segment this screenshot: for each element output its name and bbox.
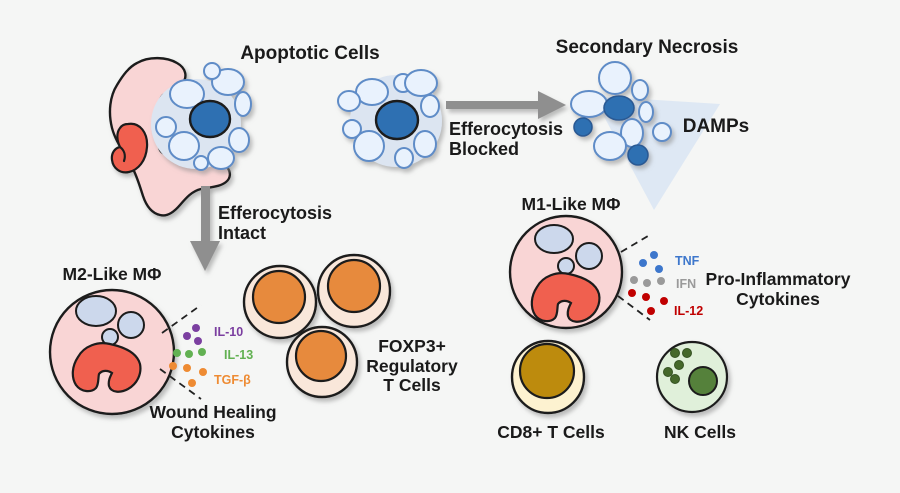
necrotic-cell (627, 144, 649, 166)
foxp3-treg-label: FOXP3+ Regulatory T Cells (366, 336, 458, 396)
m2-cytokine-field (159, 304, 207, 400)
m2-macrophage-label: M2-Like MΦ (62, 264, 162, 284)
apoptotic-cell-engulfed (151, 62, 252, 171)
apoptotic-cells-label: Apoptotic Cells (240, 43, 380, 64)
secondary-necrosis-cells (570, 61, 672, 166)
engulfing-macrophage-nucleus (110, 122, 149, 174)
tnf-label: TNF (675, 254, 700, 268)
cd8-t-cell (510, 339, 586, 415)
treg-cells (242, 253, 392, 399)
il10-label: IL-10 (214, 325, 244, 339)
secondary-necrosis-label: Secondary Necrosis (555, 37, 739, 58)
damps-label: DAMPs (682, 116, 750, 137)
efferocytosis-blocked-arrow (446, 91, 566, 119)
il13-label: IL-13 (224, 348, 254, 362)
cd8-t-cells-label: CD8+ T Cells (497, 422, 605, 442)
m2-macrophage (48, 288, 176, 416)
ifn-label: IFN (676, 277, 697, 291)
necrotic-cell (603, 95, 635, 121)
efferocytosis-intact-label: Efferocytosis Intact (218, 203, 333, 244)
nk-cells-label: NK Cells (664, 422, 736, 442)
nk-cell (655, 340, 729, 414)
il12-label: IL-12 (674, 304, 704, 318)
efferocytosis-blocked-label: Efferocytosis Blocked (449, 119, 564, 160)
tgfb-label: TGF-β (214, 373, 251, 387)
m1-cytokine-field (617, 235, 668, 321)
m1-macrophage-label: M1-Like MΦ (521, 194, 621, 214)
apoptotic-nucleus (188, 99, 232, 139)
m1-macrophage (508, 214, 624, 330)
apoptotic-cell-free (337, 69, 442, 169)
efferocytosis-intact-arrow (190, 186, 220, 271)
necrotic-cell (573, 117, 593, 137)
wound-healing-label: Wound Healing Cytokines (149, 402, 277, 442)
apoptotic-nucleus (374, 99, 420, 141)
pro-inflammatory-label: Pro-Inflammatory Cytokines (705, 269, 851, 309)
